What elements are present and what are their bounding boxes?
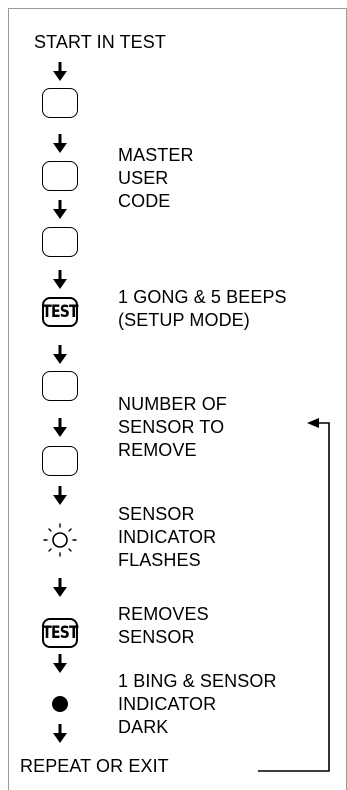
bing-dark-label: 1 BING & SENSOR INDICATOR DARK <box>118 671 277 737</box>
repeat-or-exit-label: REPEAT OR EXIT <box>20 756 169 776</box>
master-user-code-label: MASTER USER CODE <box>118 145 194 211</box>
down-arrow-icon <box>53 270 67 289</box>
test-key-label: TEST <box>42 623 78 643</box>
test-key-button-2: TEST <box>42 618 79 648</box>
down-arrow-icon <box>53 418 67 437</box>
frame-left-border <box>8 8 9 790</box>
down-arrow-icon <box>53 62 67 81</box>
frame-top-border <box>8 8 347 9</box>
down-arrow-icon <box>53 724 67 743</box>
down-arrow-icon <box>53 345 67 364</box>
keypad-button-4 <box>42 371 78 401</box>
keypad-button-3 <box>42 227 78 257</box>
keypad-button-5 <box>42 446 78 476</box>
flashing-indicator-icon <box>43 523 77 557</box>
down-arrow-icon <box>53 486 67 505</box>
down-arrow-icon <box>53 654 67 673</box>
sensor-flashes-label: SENSOR INDICATOR FLASHES <box>118 504 217 570</box>
test-key-button-1: TEST <box>42 297 79 327</box>
removes-sensor-label: REMOVES SENSOR <box>118 604 209 647</box>
keypad-button-2 <box>42 161 78 191</box>
down-arrow-icon <box>53 134 67 153</box>
test-key-label: TEST <box>42 302 78 322</box>
number-of-sensor-label: NUMBER OF SENSOR TO REMOVE <box>118 394 227 460</box>
gong-beeps-label: 1 GONG & 5 BEEPS (SETUP MODE) <box>118 287 287 330</box>
loop-back-arrow-icon <box>258 418 330 772</box>
keypad-button-1 <box>42 88 78 118</box>
down-arrow-icon <box>53 200 67 219</box>
dark-indicator-icon <box>52 696 68 712</box>
down-arrow-icon <box>53 578 67 597</box>
start-in-test-label: START IN TEST <box>34 32 166 52</box>
